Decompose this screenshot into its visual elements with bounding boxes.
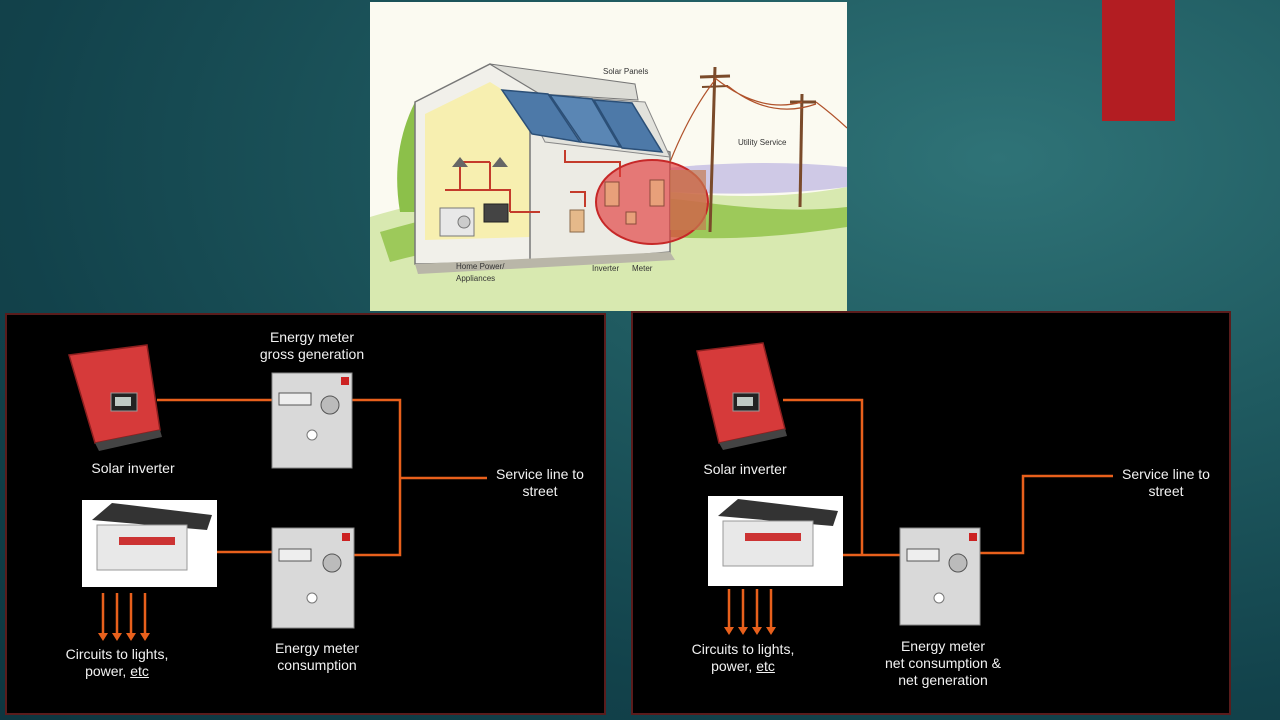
meter-label: Meter	[632, 264, 653, 273]
gross-energy-meter-device	[271, 372, 353, 469]
net-consumer-unit-device	[708, 496, 843, 586]
consumption-energy-meter-device	[271, 527, 355, 629]
inverter-label: Inverter	[592, 264, 620, 273]
gross-metering-svg	[68, 344, 487, 641]
utility-service-label: Utility Service	[738, 138, 787, 147]
net-energy-meter-device	[899, 527, 981, 626]
gross-metering-panel: Energy meter gross generation Solar inve…	[5, 313, 606, 715]
net-metering-svg	[696, 342, 1113, 635]
net-meter-label: Energy meter net consumption & net gener…	[885, 638, 1001, 688]
solar-inverter-device	[68, 344, 162, 451]
gross-meter-label: Energy meter gross generation	[259, 329, 365, 362]
consumer-unit-device	[82, 500, 217, 587]
home-power-label: Home Power/	[456, 262, 505, 271]
gross-circuits-label: Circuits to lights, power, etc	[65, 646, 169, 679]
house-solar-illustration: Solar Panels Utility Service Home Power/…	[370, 2, 847, 311]
net-wiring	[727, 398, 1113, 629]
net-service-line-label: Service line to street	[1122, 466, 1210, 499]
appliances-label: Appliances	[456, 274, 496, 283]
gross-solar-inverter-label: Solar inverter	[91, 460, 175, 476]
solar-panels-label: Solar Panels	[603, 67, 649, 76]
gross-wiring	[101, 398, 487, 635]
net-circuits-label: Circuits to lights, power, etc	[691, 641, 795, 674]
gross-service-line-label: Service line to street	[496, 466, 584, 499]
accent-rectangle	[1102, 0, 1175, 121]
net-solar-inverter-label: Solar inverter	[703, 461, 787, 477]
consumption-meter-label: Energy meter consumption	[274, 640, 360, 673]
house-illustration-svg	[370, 63, 847, 311]
net-metering-panel: Solar inverter Service line to street Ci…	[631, 311, 1231, 715]
net-solar-inverter-device	[696, 342, 787, 450]
